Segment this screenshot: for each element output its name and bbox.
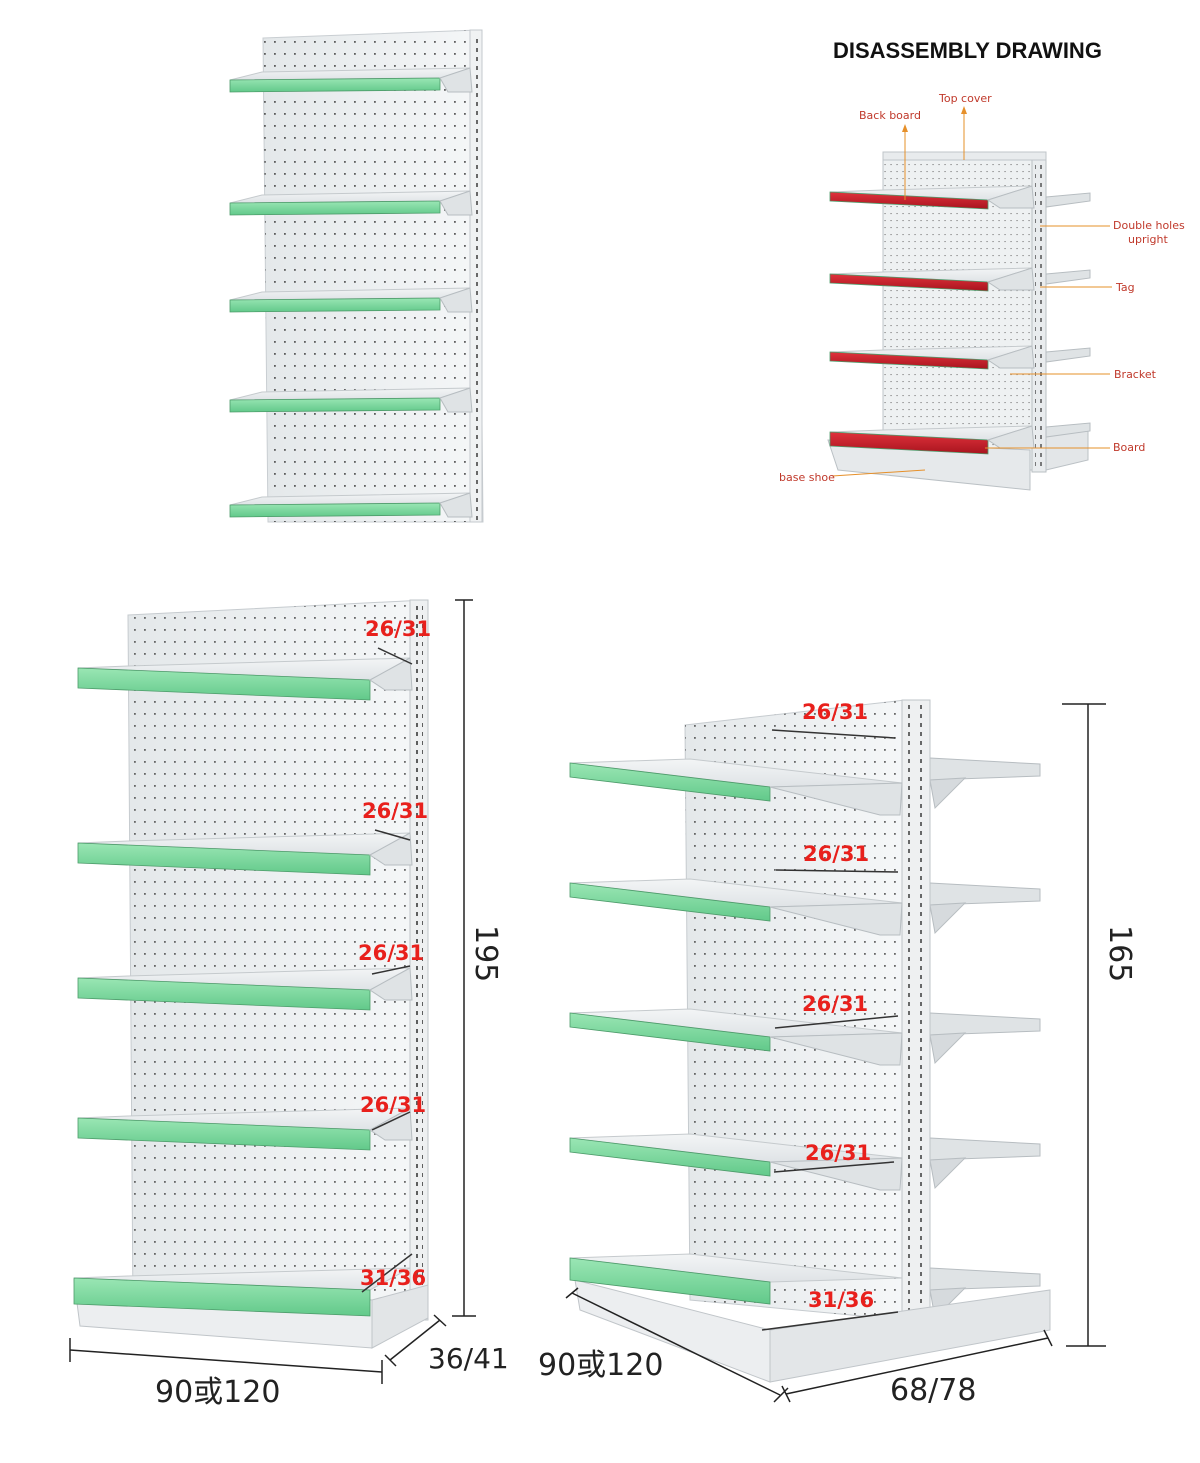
tr-shelf-3-lip <box>829 351 989 370</box>
br-back-bracket-4 <box>929 1157 967 1190</box>
double-height-label: 165 <box>1102 925 1137 982</box>
single-gap-line-4 <box>371 1111 411 1131</box>
double-width-label: 90或120 <box>538 1348 663 1383</box>
double-depth-label: 68/78 <box>890 1373 976 1408</box>
tr-back-shelf-4 <box>1045 422 1091 438</box>
double-gap-label-3: 26/31 <box>802 992 868 1016</box>
br-back-shelf-5 <box>929 1267 1041 1291</box>
tr-shelf-1-lip <box>829 191 989 210</box>
label-double-holes-upright-2: upright <box>1128 233 1168 246</box>
br-shelf-1-lip <box>569 762 771 802</box>
tl-shelf-1-lip <box>229 77 441 93</box>
tr-shelf-2-bracket <box>986 267 1035 291</box>
tr-shelf-1-bracket <box>986 185 1035 209</box>
double-gap-line-4 <box>773 1161 895 1173</box>
bl-shelf-3-lip <box>77 977 371 1011</box>
tl-shelf-5-bracket <box>439 492 473 518</box>
single-sided-shelf-photo <box>229 29 484 523</box>
tr-shelf-2-lip <box>829 273 989 292</box>
br-shelf-2-lip <box>569 882 771 922</box>
double-gap-line-2 <box>775 869 899 873</box>
tl-shelf-1-bracket <box>439 67 473 93</box>
label-double-holes-upright-1: Double holes <box>1113 219 1185 232</box>
br-back-shelf-3 <box>929 1012 1041 1036</box>
br-back-bracket-3 <box>929 1032 967 1065</box>
single-width-label: 90或120 <box>155 1375 280 1410</box>
double-gap-label-4: 26/31 <box>805 1141 871 1165</box>
single-gap-label-1: 26/31 <box>365 617 431 641</box>
double-gap-line-1 <box>771 729 896 739</box>
tl-shelf-3-bracket <box>439 287 473 313</box>
br-shelf-1-bracket <box>769 782 903 816</box>
tl-shelf-5-lip <box>229 502 441 518</box>
double-gap-label-1: 26/31 <box>802 700 868 724</box>
disassembly-title: DISASSEMBLY DRAWING <box>833 38 1102 63</box>
double-gap-line-3 <box>774 1015 899 1029</box>
tr-back-shelf-2 <box>1045 269 1091 285</box>
bl-shelf-3-bracket <box>369 967 413 1001</box>
single-height-label: 195 <box>468 925 503 982</box>
single-gap-line-1 <box>377 647 413 665</box>
tr-back-shelf-3 <box>1045 347 1091 363</box>
bl-shelf-2-lip <box>77 842 371 876</box>
double-gap-label-2: 26/31 <box>803 842 869 866</box>
double-gap-line-5 <box>761 1311 899 1331</box>
double-gap-label-5: 31/36 <box>808 1288 874 1312</box>
single-gap-line-5 <box>361 1253 413 1293</box>
br-back-bracket-1 <box>929 777 967 810</box>
bl-shelf-5-lip <box>73 1277 371 1317</box>
br-back-shelf-1 <box>929 757 1041 781</box>
tl-shelf-2-lip <box>229 200 441 216</box>
label-base-shoe: base shoe <box>779 471 835 484</box>
single-gap-label-3: 26/31 <box>358 941 424 965</box>
bl-shelf-1-bracket <box>369 657 413 691</box>
single-depth-label: 36/41 <box>428 1342 509 1375</box>
single-gap-label-2: 26/31 <box>362 799 428 823</box>
tl-shelf-4-bracket <box>439 387 473 413</box>
label-top-cover: Top cover <box>938 92 992 105</box>
disassembly-drawing: DISASSEMBLY DRAWING Top cover Back board <box>779 38 1185 491</box>
tr-back-shelf-1 <box>1045 192 1091 208</box>
br-shelf-3-bracket <box>769 1032 903 1066</box>
bl-shelf-2-bracket <box>369 832 413 866</box>
label-back-board: Back board <box>859 109 921 122</box>
tr-shelf-3-bracket <box>986 345 1035 369</box>
br-back-shelf-2 <box>929 882 1041 906</box>
double-sided-dimension-drawing: 26/31 26/31 26/31 26/31 31/36 165 90或120 68/… <box>538 699 1137 1408</box>
bl-shelf-1-lip <box>77 667 371 701</box>
br-back-shelf-4 <box>929 1137 1041 1161</box>
single-gap-line-3 <box>371 965 411 975</box>
tr-shelf-4-lip <box>829 431 989 455</box>
label-tag: Tag <box>1115 281 1135 294</box>
br-back-bracket-2 <box>929 902 967 935</box>
single-sided-dimension-drawing: 26/31 26/31 26/31 26/31 31/36 195 90或120 36/… <box>69 599 509 1410</box>
br-shelf-5-lip <box>569 1257 771 1305</box>
tl-shelf-2-bracket <box>439 190 473 216</box>
tl-shelf-3-lip <box>229 297 441 313</box>
label-board: Board <box>1113 441 1145 454</box>
br-shelf-4-lip <box>569 1137 771 1177</box>
bl-shelf-4-lip <box>77 1117 371 1151</box>
tl-shelf-4-lip <box>229 397 441 413</box>
label-bracket: Bracket <box>1114 368 1157 381</box>
single-gap-label-4: 26/31 <box>360 1093 426 1117</box>
single-gap-line-2 <box>374 829 411 841</box>
br-shelf-3-lip <box>569 1012 771 1052</box>
br-shelf-2-bracket <box>769 902 903 936</box>
single-gap-label-5: 31/36 <box>360 1266 426 1290</box>
br-shelf-4-bracket <box>769 1157 903 1191</box>
